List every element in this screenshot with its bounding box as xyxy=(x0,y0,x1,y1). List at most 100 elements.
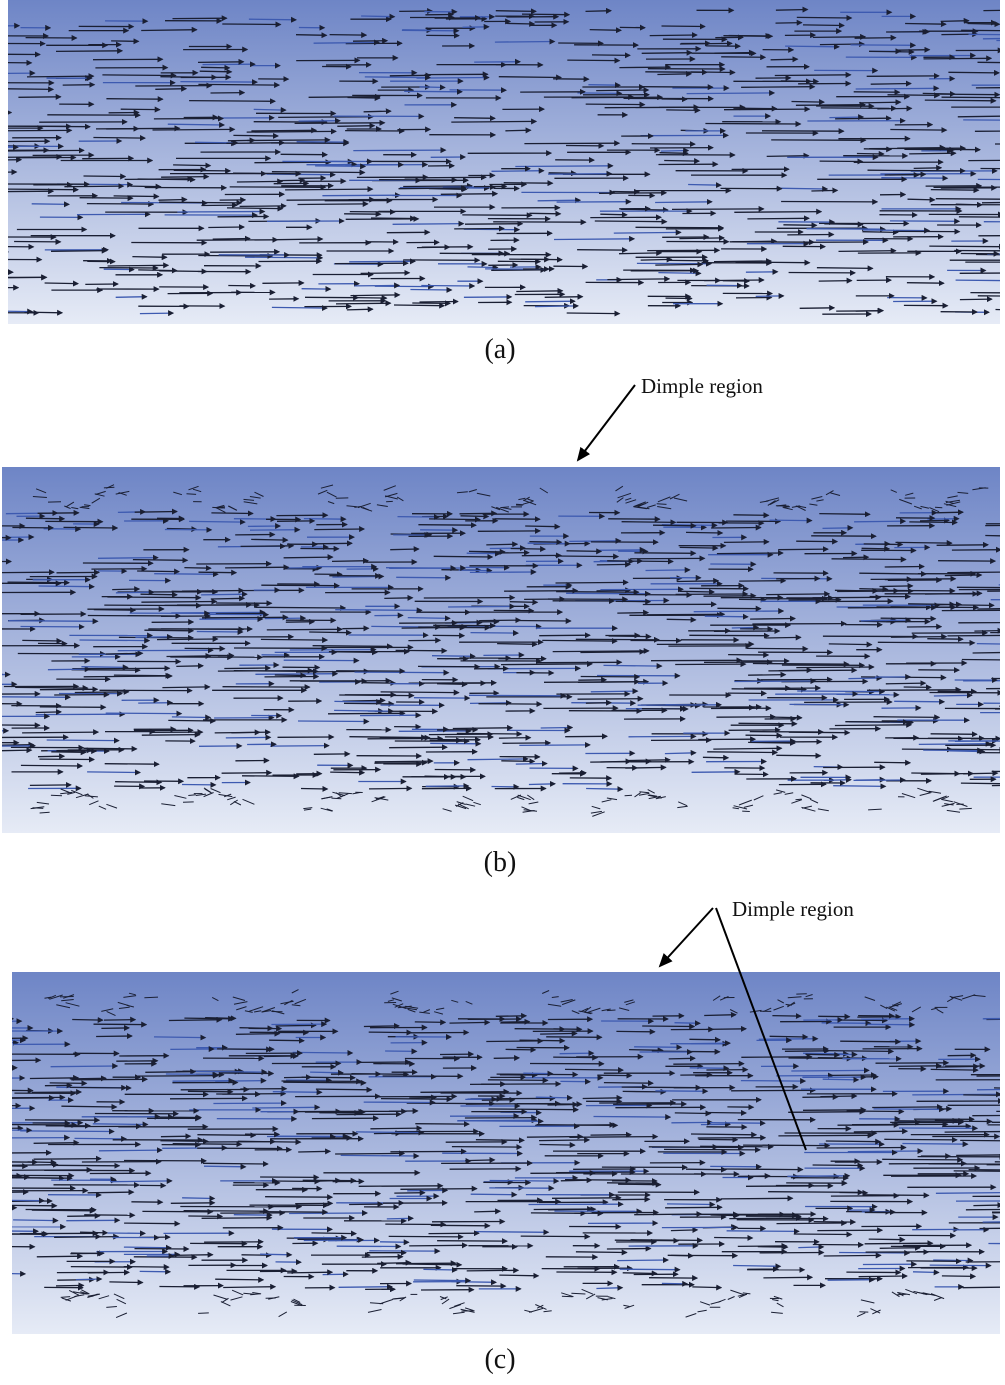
velocity-vector xyxy=(806,226,886,233)
velocity-vector xyxy=(252,1104,321,1111)
recirculation-vector xyxy=(920,505,930,509)
velocity-vector xyxy=(460,513,490,520)
recirculation-vector xyxy=(230,1296,243,1301)
velocity-vector xyxy=(668,1055,696,1062)
recirculation-vector xyxy=(669,493,680,500)
velocity-vector xyxy=(856,150,885,157)
velocity-vector xyxy=(665,1204,723,1211)
velocity-vector xyxy=(26,73,95,80)
velocity-vector xyxy=(515,617,572,624)
velocity-vector xyxy=(748,671,787,678)
velocity-vector xyxy=(8,186,79,193)
recirculation-vector xyxy=(936,1008,944,1014)
velocity-vector xyxy=(936,541,989,548)
velocity-vector xyxy=(854,34,897,41)
velocity-vector xyxy=(553,235,636,242)
velocity-vector xyxy=(862,229,899,236)
recirculation-vector xyxy=(561,999,576,1006)
velocity-vector xyxy=(451,118,538,125)
recirculation-vector xyxy=(261,1007,276,1013)
velocity-vector xyxy=(641,49,693,56)
velocity-vector xyxy=(404,88,463,95)
recirculation-vector xyxy=(638,792,650,796)
velocity-vector xyxy=(555,1169,636,1176)
velocity-vector xyxy=(823,776,852,783)
velocity-vector xyxy=(539,632,591,639)
recirculation-vector xyxy=(784,792,794,795)
velocity-vector xyxy=(693,608,785,615)
recirculation-vector xyxy=(624,1304,635,1309)
recirculation-vector xyxy=(518,497,526,501)
recirculation-vector xyxy=(615,485,624,492)
recirculation-vector xyxy=(633,501,646,508)
recirculation-vector xyxy=(928,790,942,794)
velocity-vector xyxy=(400,1185,478,1192)
velocity-vector xyxy=(459,510,498,517)
recirculation-vector xyxy=(128,992,136,996)
velocity-vector xyxy=(933,1257,974,1264)
recirculation-vector xyxy=(75,793,89,799)
velocity-vector xyxy=(879,1244,921,1251)
velocity-vector xyxy=(161,173,210,180)
velocity-vector xyxy=(617,609,650,616)
velocity-vector xyxy=(181,587,245,594)
recirculation-vector xyxy=(730,1289,744,1296)
velocity-vector xyxy=(982,37,1000,40)
recirculation-vector xyxy=(738,799,752,806)
recirculation-vector xyxy=(280,1000,294,1005)
recirculation-vector xyxy=(677,805,688,809)
velocity-vector xyxy=(217,1046,273,1053)
velocity-vector xyxy=(529,539,563,546)
recirculation-vector xyxy=(625,1001,636,1006)
recirculation-vector xyxy=(392,1003,407,1009)
velocity-vector xyxy=(840,1038,902,1045)
recirculation-vector xyxy=(972,487,986,491)
recirculation-vector xyxy=(523,809,538,812)
velocity-vector xyxy=(922,90,956,97)
recirculation-vector xyxy=(462,795,474,802)
velocity-vector xyxy=(819,41,865,48)
velocity-vector xyxy=(529,210,562,217)
velocity-vector xyxy=(723,106,811,113)
velocity-vector xyxy=(679,588,715,595)
recirculation-vector xyxy=(930,1293,945,1300)
velocity-vector xyxy=(691,768,741,775)
recirculation-vector xyxy=(922,1293,930,1295)
recirculation-vector xyxy=(84,504,91,507)
recirculation-vector xyxy=(500,506,510,509)
velocity-vector xyxy=(663,1146,761,1153)
recirculation-vector xyxy=(825,490,834,496)
velocity-vector xyxy=(374,758,434,765)
velocity-vector xyxy=(967,21,1000,28)
recirculation-vector xyxy=(32,496,47,498)
velocity-vector xyxy=(890,127,948,134)
recirculation-vector xyxy=(465,803,476,807)
velocity-vector xyxy=(655,261,704,268)
velocity-vector xyxy=(968,33,1000,36)
velocity-vector xyxy=(428,186,468,193)
recirculation-vector xyxy=(623,1304,630,1307)
velocity-vector xyxy=(466,1267,520,1274)
velocity-vector xyxy=(949,746,1000,753)
recirculation-vector xyxy=(332,791,346,797)
recirculation-vector xyxy=(218,793,233,798)
velocity-vector xyxy=(679,545,719,552)
velocity-vector xyxy=(879,582,914,589)
recirculation-vector xyxy=(317,489,328,495)
velocity-vector xyxy=(451,1279,497,1286)
velocity-vector xyxy=(825,1138,882,1145)
recirculation-vector xyxy=(464,1307,474,1311)
velocity-vector xyxy=(548,1206,597,1213)
velocity-vector xyxy=(955,201,983,208)
recirculation-vector xyxy=(584,1006,592,1013)
recirculation-vector xyxy=(886,1006,896,1012)
velocity-vector xyxy=(505,1046,537,1053)
velocity-vector xyxy=(354,282,401,289)
velocity-vector xyxy=(897,46,931,53)
recirculation-vector xyxy=(392,1297,406,1300)
velocity-vector xyxy=(690,1040,731,1047)
velocity-vector xyxy=(755,292,785,299)
velocity-vector xyxy=(277,236,324,243)
recirculation-vector xyxy=(581,1288,594,1295)
recirculation-vector xyxy=(773,792,782,795)
